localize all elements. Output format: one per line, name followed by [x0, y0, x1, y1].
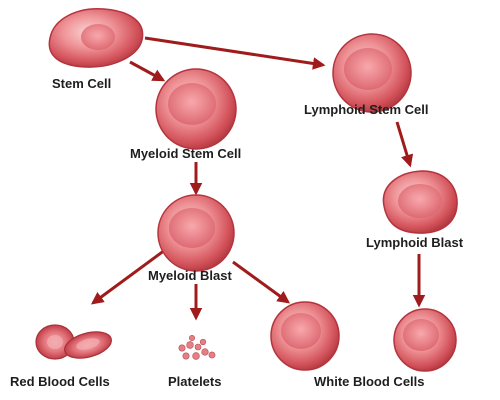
lymphoid-stem-cell-illustration	[332, 33, 412, 113]
label-myeloid-blast: Myeloid Blast	[148, 268, 232, 283]
label-lymphoid-blast: Lymphoid Blast	[366, 235, 464, 250]
white-blood-cell-lymphoid-illustration	[393, 308, 457, 372]
lymphoid-blast-illustration	[382, 170, 458, 234]
arrow-stem-to-myeloid	[129, 60, 166, 82]
arrow-blast-to-red	[90, 248, 166, 305]
platelets-illustration	[178, 334, 216, 360]
label-white-blood-cells: White Blood Cells	[314, 374, 425, 389]
arrow-blast-to-white	[232, 260, 291, 304]
red-blood-cells-illustration	[35, 324, 112, 360]
arrows	[90, 36, 426, 321]
label-stem-cell: Stem Cell	[52, 76, 112, 91]
arrow-lymphoid-to-blast	[395, 121, 414, 168]
stem-cell-illustration	[48, 8, 144, 68]
myeloid-blast-illustration	[157, 194, 235, 272]
myeloid-stem-cell-illustration	[155, 68, 237, 150]
label-myeloid-stem-cell: Myeloid Stem Cell	[130, 146, 242, 161]
white-blood-cell-myeloid-illustration	[270, 301, 340, 371]
label-platelets: Platelets	[168, 374, 222, 389]
label-lymphoid-stem-cell: Lymphoid Stem Cell	[304, 102, 429, 117]
arrow-stem-to-lymphoid	[144, 36, 326, 70]
label-red-blood-cells: Red Blood Cells	[10, 374, 110, 389]
